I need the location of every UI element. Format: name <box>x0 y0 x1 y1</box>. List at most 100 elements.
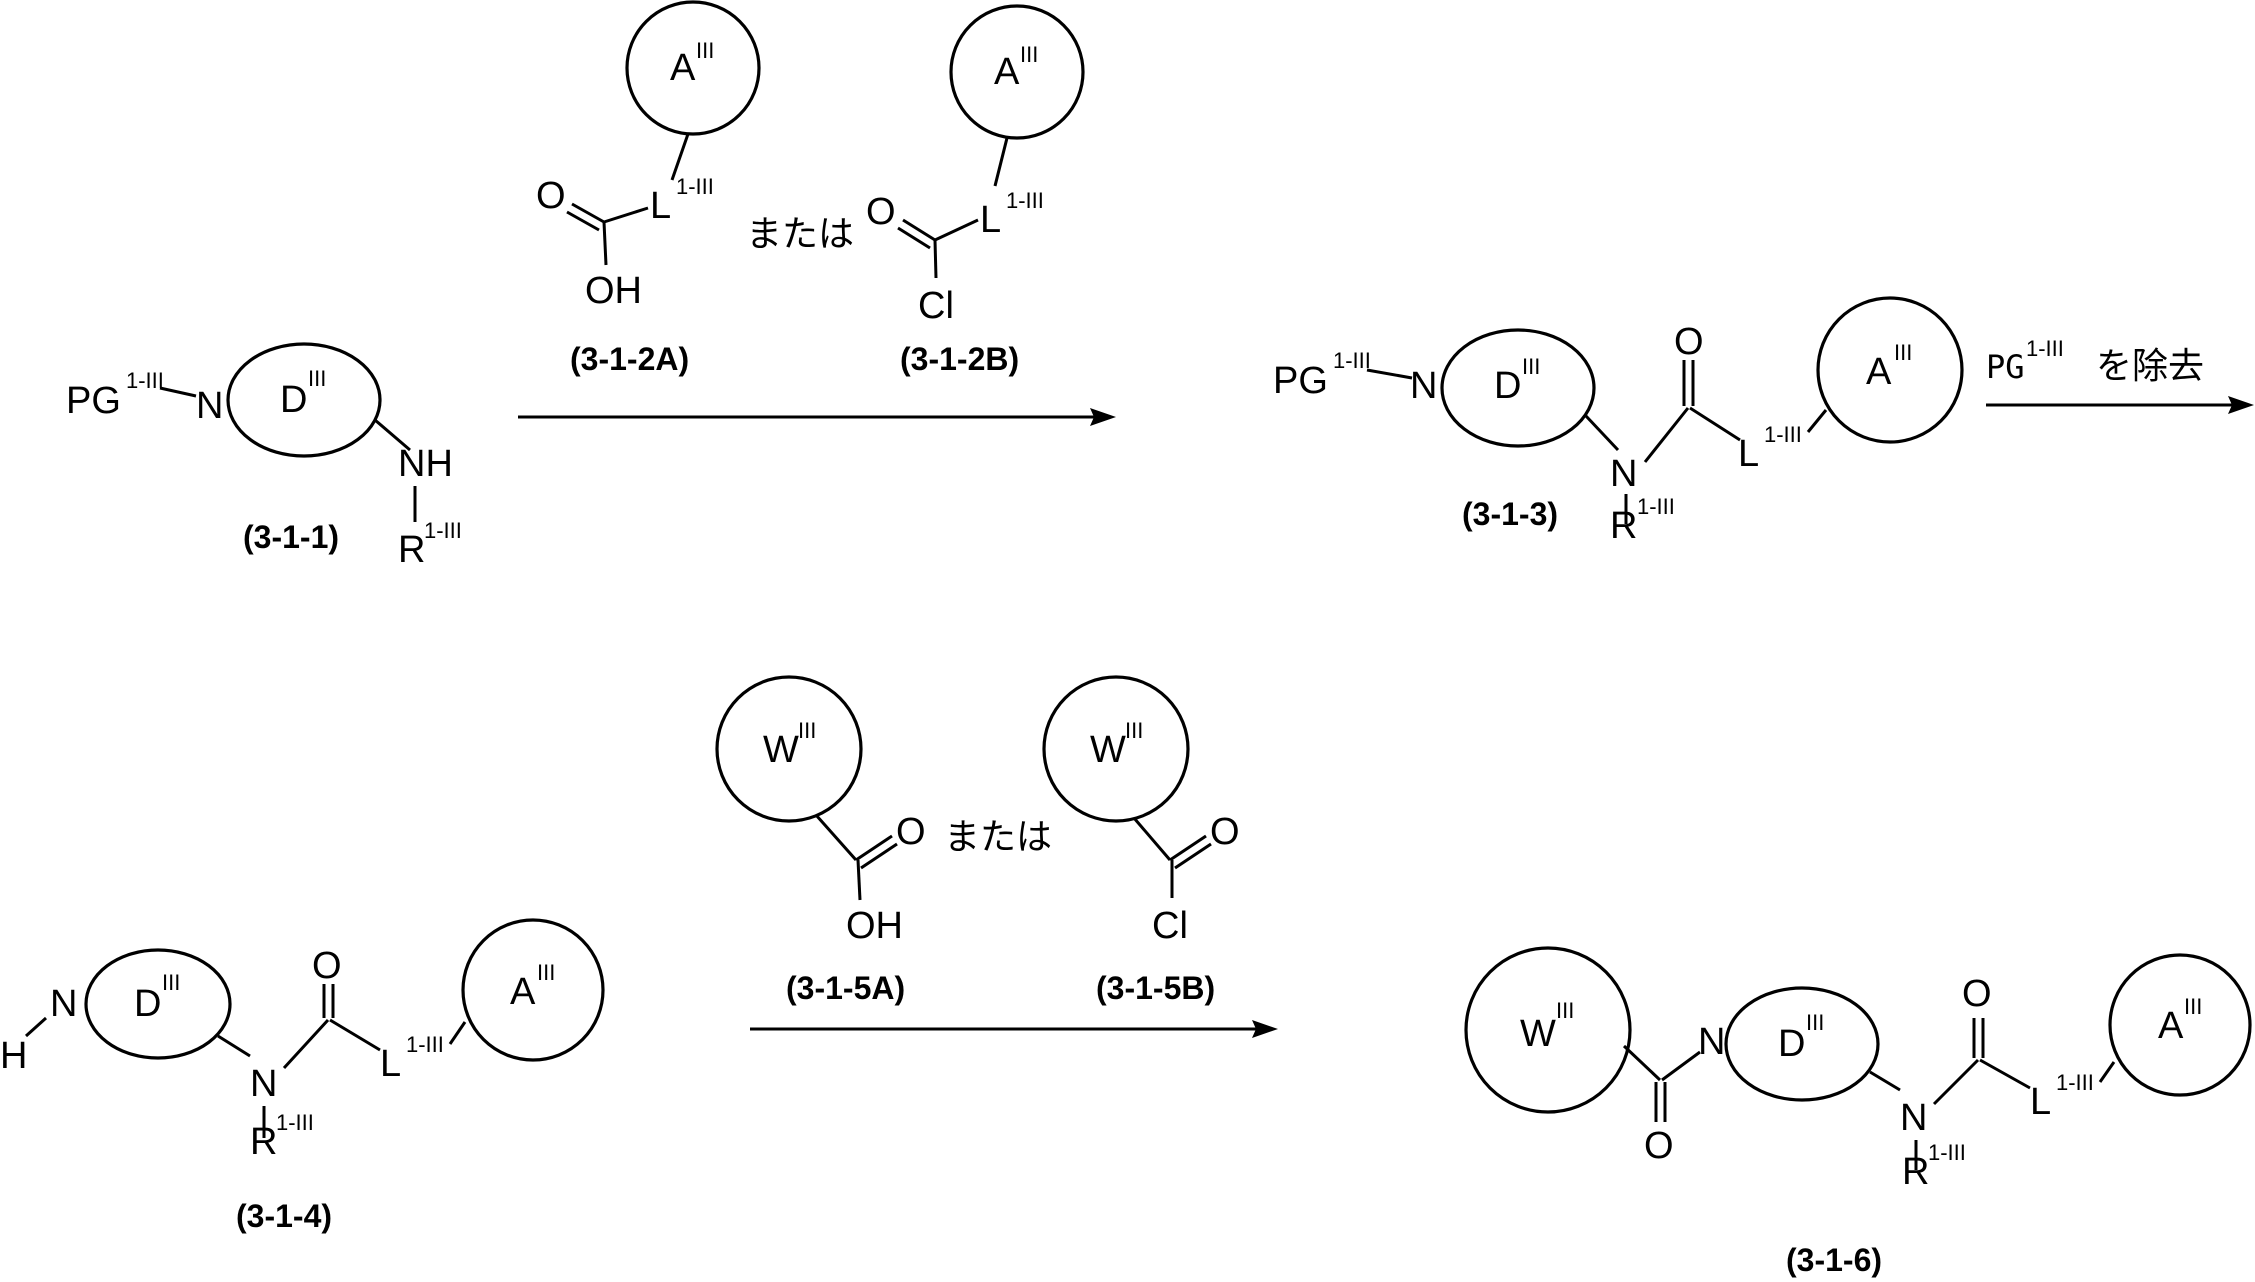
cl-label: Cl <box>918 285 954 327</box>
compound-3-1-1: PG 1-III N D III NH R 1-III (3-1-1) <box>66 344 462 571</box>
ring-a-superscript: III <box>2184 994 2202 1019</box>
bond <box>284 1020 328 1068</box>
double-bond <box>856 836 892 860</box>
compound-id: (3-1-5B) <box>1096 970 1215 1006</box>
reagent-3-1-2b: A III L 1-III O Cl (3-1-2B) <box>866 6 1083 377</box>
pg-label: PG <box>1273 360 1328 402</box>
bond <box>1980 1060 2030 1088</box>
l-label: L <box>1738 433 1759 475</box>
reagent-3-1-5b: W III O Cl (3-1-5B) <box>1044 677 1240 1006</box>
compound-id: (3-1-5A) <box>786 970 905 1006</box>
ring-a-label: A <box>510 971 536 1013</box>
ring-d-label: D <box>1494 365 1521 407</box>
bond <box>935 240 936 278</box>
bond <box>218 1036 250 1056</box>
oh-label: OH <box>846 905 903 947</box>
l-superscript: 1-III <box>1006 188 1044 213</box>
compound-3-1-3: PG 1-III N D III N O L 1-III A III R 1-I… <box>1273 298 1962 547</box>
bond <box>160 388 196 396</box>
bond <box>1870 1072 1900 1090</box>
reaction-arrow-1 <box>518 408 1116 426</box>
r-label: R <box>398 529 425 571</box>
n-label: N <box>1900 1097 1927 1139</box>
r-superscript: 1-III <box>1928 1140 1966 1165</box>
bond <box>26 1018 46 1036</box>
ring-a-superscript: III <box>1020 42 1038 67</box>
bond <box>1690 408 1740 440</box>
ring-d-superscript: III <box>1806 1010 1824 1035</box>
o-label: O <box>312 945 342 987</box>
n-label: N <box>1410 365 1437 407</box>
pg-removal-step: PG 1-III を除去 <box>1986 336 2254 414</box>
pg-superscript: 1-III <box>1333 348 1371 373</box>
ring-d-superscript: III <box>308 366 326 391</box>
o-label: O <box>896 811 926 853</box>
cl-label: Cl <box>1152 905 1188 947</box>
h-label: H <box>0 1035 27 1077</box>
double-bond <box>861 844 897 868</box>
n-label: N <box>1610 453 1637 495</box>
oh-label: OH <box>585 270 642 312</box>
n-label: N <box>250 1063 277 1105</box>
or-text: または <box>944 817 1052 858</box>
r-label: R <box>250 1121 277 1163</box>
ring-d-label: D <box>134 983 161 1025</box>
ring-a-label: A <box>994 51 1020 93</box>
ring-w-superscript: III <box>1556 998 1574 1023</box>
bond <box>604 208 648 222</box>
o-label: O <box>866 191 896 233</box>
compound-id: (3-1-3) <box>1462 496 1558 532</box>
o-label: O <box>536 175 566 217</box>
bond <box>330 1020 380 1050</box>
double-bond <box>903 220 935 240</box>
ring-a-superscript: III <box>537 960 555 985</box>
bond <box>1134 818 1170 860</box>
double-bond <box>567 212 599 230</box>
remove-pg-text: を除去 <box>2096 346 2204 387</box>
compound-3-1-4: N H D III N O L 1-III A III R 1-III (3-1… <box>0 920 603 1234</box>
l-superscript: 1-III <box>406 1032 444 1057</box>
compound-id: (3-1-2B) <box>900 341 1019 377</box>
r-label: R <box>1610 505 1637 547</box>
nh-label: NH <box>398 443 453 485</box>
l-superscript: 1-III <box>1764 422 1802 447</box>
double-bond <box>1170 836 1206 860</box>
l-label: L <box>2030 1081 2051 1123</box>
l-label: L <box>380 1043 401 1085</box>
double-bond <box>898 228 930 248</box>
ring-a-label: A <box>670 47 696 89</box>
l-superscript: 1-III <box>676 174 714 199</box>
double-bond <box>1175 844 1211 868</box>
bond <box>1645 408 1688 462</box>
reagent-3-1-5a: W III O OH (3-1-5A) <box>717 677 926 1006</box>
bond <box>604 222 606 265</box>
ring-w-superscript: III <box>1125 718 1143 743</box>
ring-a-superscript: III <box>1894 340 1912 365</box>
ring-d-superscript: III <box>162 970 180 995</box>
l-label: L <box>980 199 1001 241</box>
ring-a-superscript: III <box>696 38 714 63</box>
n-label: N <box>196 385 223 427</box>
double-bond <box>572 204 604 222</box>
bond <box>450 1022 465 1044</box>
ring-w-superscript: III <box>798 718 816 743</box>
bond <box>995 138 1007 186</box>
remove-pg-superscript: 1-III <box>2026 336 2064 361</box>
bond <box>858 860 860 900</box>
bond <box>935 220 978 240</box>
ring-a-label: A <box>1866 351 1892 393</box>
n-label: N <box>1698 1021 1725 1063</box>
pg-label: PG <box>66 380 121 422</box>
r-superscript: 1-III <box>276 1110 314 1135</box>
l-superscript: 1-III <box>2056 1070 2094 1095</box>
o-label: O <box>1674 321 1704 363</box>
reagent-3-1-2a: A III L 1-III O OH (3-1-2A) <box>536 2 759 377</box>
r-superscript: 1-III <box>424 518 462 543</box>
ring-d-label: D <box>1778 1023 1805 1065</box>
compound-id: (3-1-2A) <box>570 341 689 377</box>
pg-superscript: 1-III <box>126 368 164 393</box>
bond <box>2100 1062 2114 1082</box>
bond <box>1808 410 1826 432</box>
ring-d-superscript: III <box>1522 354 1540 379</box>
bond <box>1586 416 1618 450</box>
